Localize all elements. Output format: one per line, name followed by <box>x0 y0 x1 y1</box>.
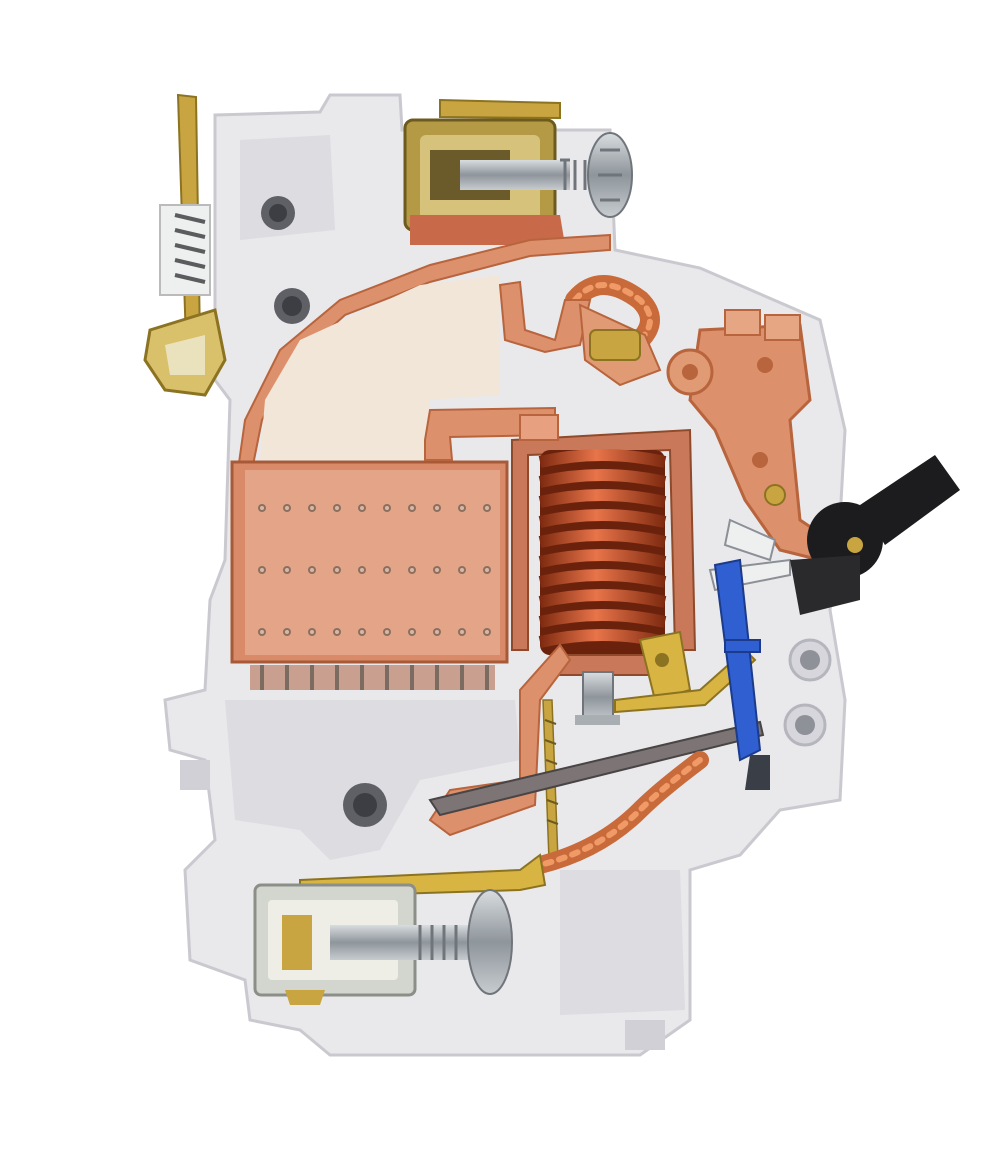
braided-wire <box>531 275 709 874</box>
top-terminal <box>403 98 633 245</box>
coil-frame <box>424 406 697 651</box>
bottom-terminal <box>253 853 547 1005</box>
moving-contact <box>498 280 662 387</box>
housing-holes <box>261 196 832 827</box>
din-clip <box>143 93 227 397</box>
blue-slider <box>713 558 770 790</box>
inner-chamber <box>260 275 500 460</box>
arc-chute <box>230 460 509 690</box>
toggle-lever <box>790 455 960 615</box>
bimetal-strip <box>428 720 765 817</box>
plunger <box>575 630 757 725</box>
